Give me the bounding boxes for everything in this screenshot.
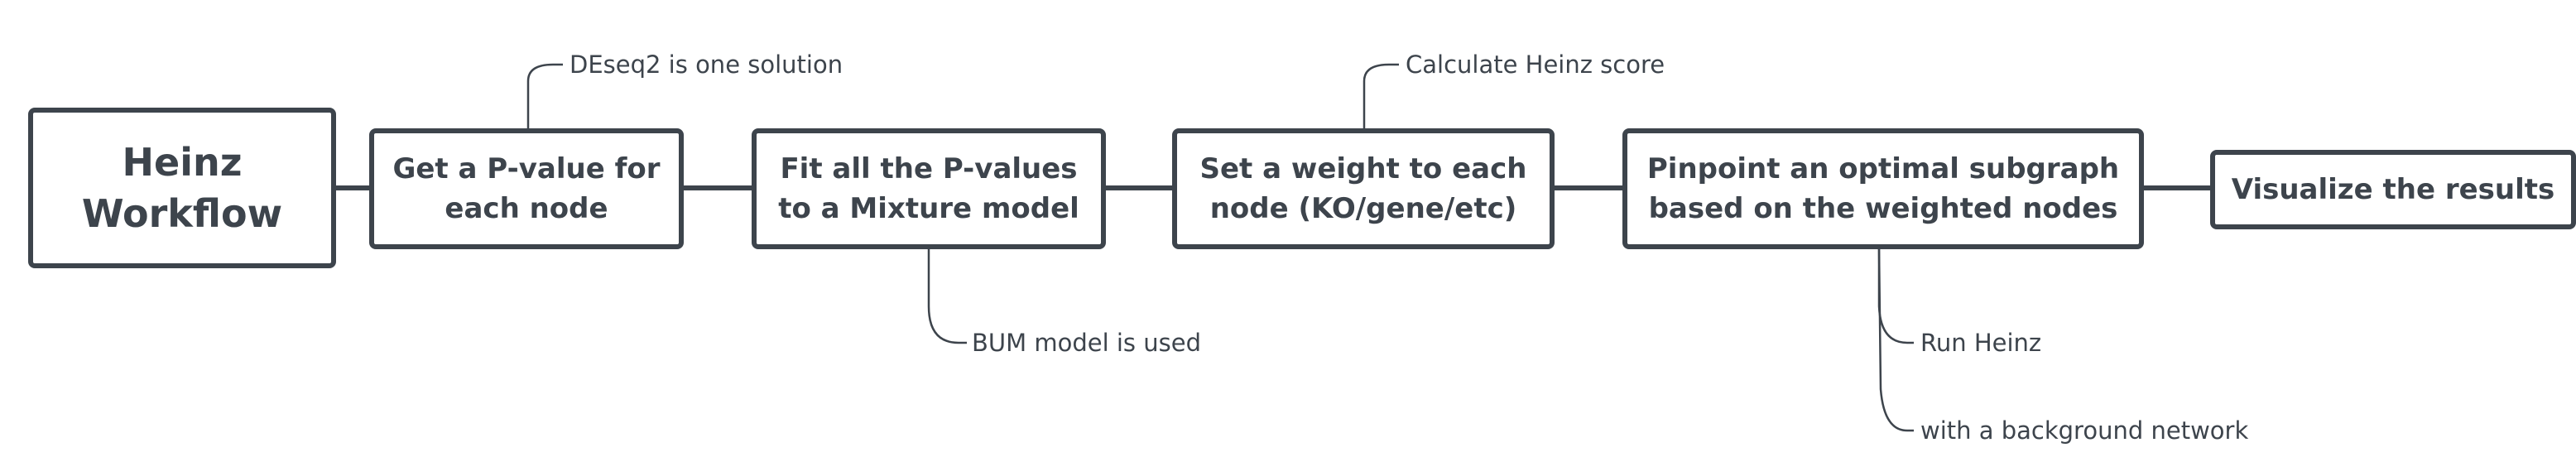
leader-weight-note: [1362, 63, 1399, 129]
step-set-weight: Set a weight to each node (KO/gene/etc): [1172, 128, 1555, 249]
step-get-pvalue-label: Get a P-value for each node: [392, 152, 661, 225]
step-fit-mixture-model-label: Fit all the P-values to a Mixture model: [778, 152, 1079, 225]
leader-run-heinz-note: [1877, 247, 1914, 344]
step-get-pvalue: Get a P-value for each node: [369, 128, 684, 249]
note-background-network: with a background network: [1920, 416, 2249, 445]
step-set-weight-label: Set a weight to each node (KO/gene/etc): [1199, 152, 1527, 225]
step-pinpoint-subgraph: Pinpoint an optimal subgraph based on th…: [1622, 128, 2144, 249]
leader-background-note: [1877, 246, 1914, 432]
leader-mixture-note: [927, 247, 967, 344]
step-visualize-results: Visualize the results: [2210, 150, 2576, 229]
note-deseq2: DEseq2 is one solution: [570, 51, 843, 79]
step-visualize-results-label: Visualize the results: [2231, 173, 2555, 206]
note-run-heinz: Run Heinz: [1920, 329, 2042, 357]
step-pinpoint-subgraph-label: Pinpoint an optimal subgraph based on th…: [1646, 152, 2120, 225]
leader-pvalue-note: [526, 63, 563, 129]
root-node-heinz-workflow: Heinz Workflow: [28, 108, 336, 268]
step-fit-mixture-model: Fit all the P-values to a Mixture model: [752, 128, 1106, 249]
note-bum-model: BUM model is used: [972, 329, 1202, 357]
note-heinz-score: Calculate Heinz score: [1406, 51, 1665, 79]
root-node-label: Heinz Workflow: [81, 140, 283, 236]
